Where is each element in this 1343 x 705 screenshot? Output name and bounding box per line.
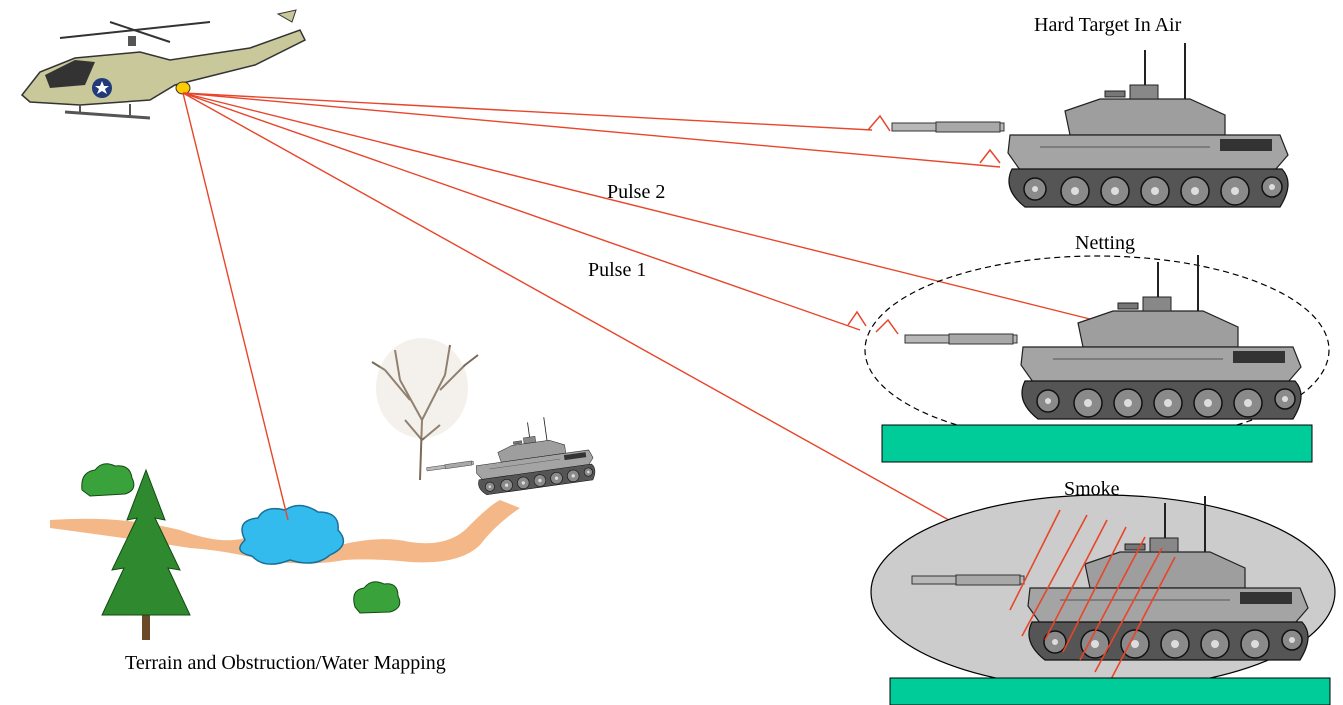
- helicopter-icon: [20, 9, 307, 120]
- water-cloud-icon: [239, 504, 345, 565]
- label-pulse-2: Pulse 2: [607, 181, 666, 203]
- tank-icon-hard-target: [891, 42, 1290, 208]
- bush-icon: [353, 581, 401, 614]
- smoke-lines: [1009, 509, 1176, 686]
- label-hard-target: Hard Target In Air: [1034, 14, 1182, 36]
- bush-icon: [81, 463, 135, 497]
- label-netting: Netting: [1075, 232, 1135, 254]
- label-terrain-mapping: Terrain and Obstruction/Water Mapping: [125, 652, 446, 674]
- label-pulse-1: Pulse 1: [588, 259, 647, 281]
- terrain-path: [50, 500, 520, 564]
- ground-platform-smoke: [889, 677, 1331, 705]
- pine-tree-icon: [101, 468, 191, 640]
- netting-ellipse: [864, 255, 1330, 445]
- tank-icon-netting: [904, 254, 1303, 420]
- label-smoke: Smoke: [1064, 478, 1120, 500]
- laser-beams: [182, 92, 1123, 583]
- bare-tree-icon: [371, 338, 479, 481]
- ground-platform-netting: [881, 424, 1313, 463]
